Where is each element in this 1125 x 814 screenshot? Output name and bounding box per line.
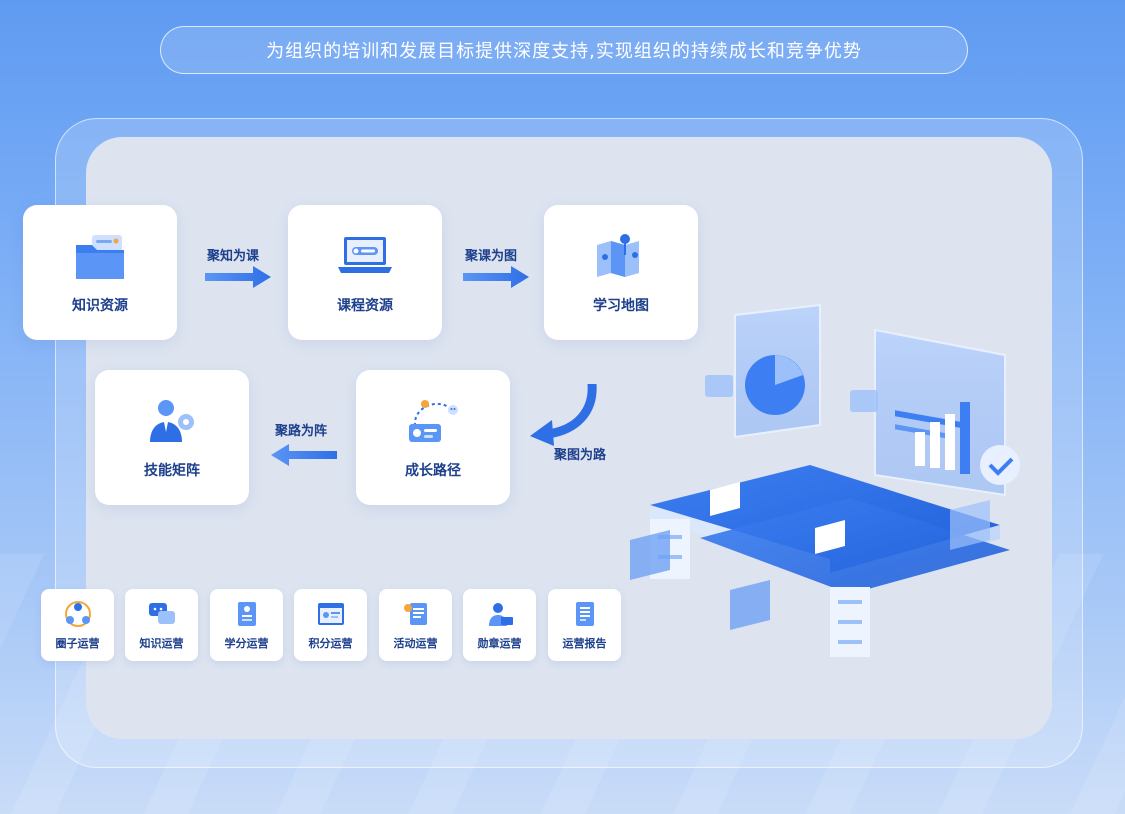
ops-activity[interactable]: 活动运营 (379, 589, 452, 661)
clipboard-phone-icon (403, 603, 427, 625)
card-skills-matrix[interactable]: 技能矩阵 (95, 370, 249, 505)
ops-label: 勋章运营 (477, 637, 522, 650)
ops-label: 积分运营 (308, 637, 353, 650)
ops-report[interactable]: 运营报告 (548, 589, 621, 661)
arrow-right-icon (463, 266, 529, 288)
folder-icon (76, 234, 124, 279)
ops-label: 运营报告 (562, 637, 607, 650)
chat-bubbles-icon (148, 603, 175, 624)
ops-points[interactable]: 积分运营 (294, 589, 367, 661)
ops-badge[interactable]: 勋章运营 (463, 589, 536, 661)
ops-credits[interactable]: 学分运营 (210, 589, 283, 661)
map-icon (597, 233, 639, 277)
laptop-icon (338, 236, 392, 273)
arrow-label-knowledge-to-course: 聚知为课 (207, 249, 260, 264)
arrow-left-icon (271, 444, 337, 466)
group-icon (64, 601, 91, 627)
ops-label: 学分运营 (224, 637, 269, 650)
card-label: 知识资源 (72, 297, 128, 314)
arrow-label-growth-to-skills: 聚路为阵 (275, 424, 328, 439)
browser-card-icon (317, 603, 344, 625)
card-growth-path[interactable]: 成长路径 (356, 370, 510, 505)
growth-path-icon (409, 399, 458, 442)
document-icon (237, 602, 256, 626)
card-label: 课程资源 (337, 297, 393, 314)
card-label: 成长路径 (405, 462, 461, 479)
arrow-label-course-to-map: 聚课为图 (465, 249, 518, 264)
arrow-right-icon (205, 266, 271, 288)
ops-label: 知识运营 (139, 637, 184, 650)
arrow-label-map-to-growth: 聚图为路 (554, 448, 607, 463)
card-learning-map[interactable]: 学习地图 (544, 205, 698, 340)
office-illustration (630, 303, 1020, 657)
ops-circle[interactable]: 圈子运营 (41, 589, 114, 661)
person-gear-icon (150, 399, 194, 442)
card-label: 技能矩阵 (144, 462, 200, 479)
card-course-resources[interactable]: 课程资源 (288, 205, 442, 340)
arrow-curved-icon (530, 384, 597, 446)
ops-label: 活动运营 (393, 637, 438, 650)
header-tagline: 为组织的培训和发展目标提供深度支持,实现组织的持续成长和竞争优势 (160, 26, 968, 74)
report-icon (575, 602, 594, 626)
user-laptop-icon (488, 603, 513, 626)
card-knowledge-resources[interactable]: 知识资源 (23, 205, 177, 340)
ops-knowledge[interactable]: 知识运营 (125, 589, 198, 661)
card-label: 学习地图 (593, 297, 649, 314)
ops-label: 圈子运营 (55, 637, 100, 650)
